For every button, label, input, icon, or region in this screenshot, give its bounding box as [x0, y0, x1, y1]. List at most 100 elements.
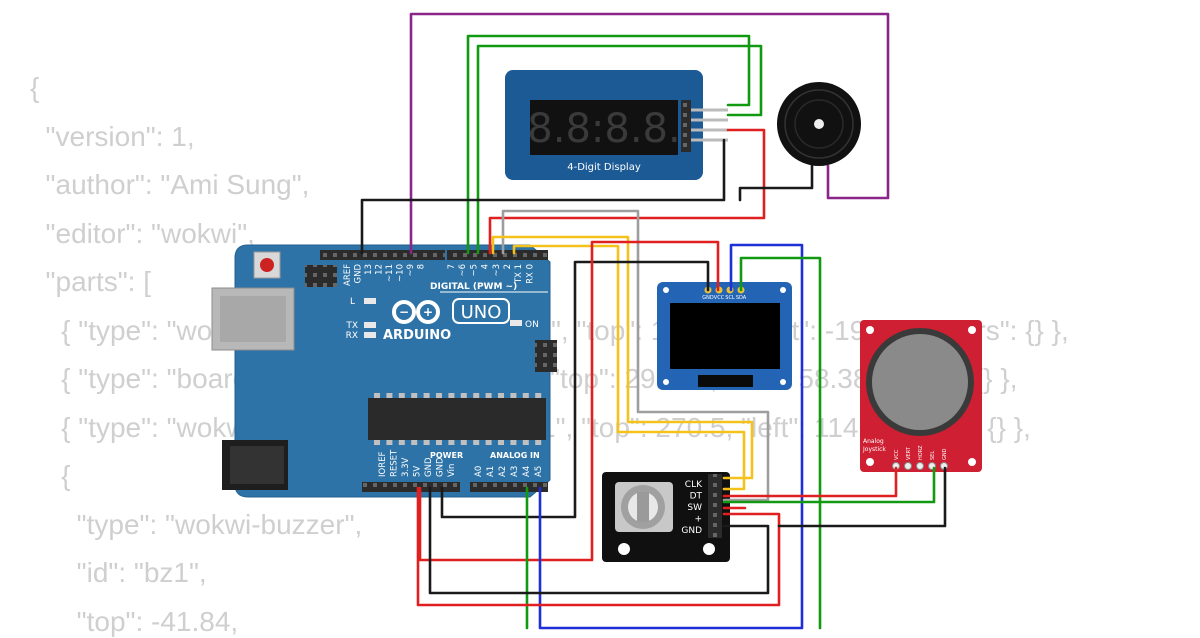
- digital-pin-label: AREF: [343, 264, 353, 286]
- chip-pin: [374, 440, 380, 445]
- wire-gray-clk: [501, 209, 770, 502]
- digital-label: DIGITAL (PWM ~): [430, 282, 517, 292]
- chip-pin: [448, 440, 455, 445]
- wire-red-enc-vcc: [416, 486, 781, 607]
- wire-black-enc-gnd: [428, 486, 770, 595]
- joystick-pin-label: VERT: [906, 446, 912, 460]
- joystick-pin-label: VCC: [894, 449, 900, 460]
- analog-pin-label: A0: [474, 466, 484, 477]
- led-l: [364, 298, 376, 304]
- chip-pin: [436, 393, 442, 398]
- chip-pin: [522, 393, 529, 398]
- chip-pin: [473, 440, 480, 445]
- analog-pin-label: A5: [534, 466, 544, 477]
- chip-pin: [386, 440, 393, 445]
- digital-header-2: [447, 250, 548, 260]
- digital-header: [320, 250, 445, 260]
- wire-black-tm-gnd: [360, 138, 726, 255]
- encoder-header: [708, 474, 722, 538]
- chip-pin: [411, 393, 418, 398]
- chip-pin: [485, 440, 492, 445]
- joystick-pin[interactable]: [916, 462, 924, 470]
- chip-pin: [398, 393, 405, 398]
- icsp-header-2: [535, 340, 557, 372]
- wire-yellow-sw: [512, 244, 746, 491]
- chip-pin: [485, 393, 492, 398]
- tm1637-digits: 8.8:8.8.: [527, 106, 680, 152]
- chip-pin: [374, 393, 380, 398]
- chip-pin: [398, 440, 405, 445]
- digital-pin-label: ~3: [492, 264, 502, 277]
- digital-pin-label: 8: [417, 264, 427, 269]
- led-rx: [364, 332, 376, 338]
- led-label-rx: RX: [346, 331, 358, 341]
- buzzer[interactable]: [777, 82, 861, 166]
- joystick-label-2: Joystick: [862, 446, 886, 453]
- tm1637-header: [681, 100, 691, 152]
- chip-pin: [510, 393, 517, 398]
- power-pin-label: Vin: [447, 464, 457, 477]
- analog-pin-label: A4: [522, 466, 532, 477]
- tm1637-display[interactable]: 8.8:8.8. 4-Digit Display: [505, 70, 728, 180]
- digital-pin-label: ~9: [406, 264, 416, 277]
- digital-pin-label: RX 0: [525, 264, 535, 284]
- buzzer-hole: [814, 119, 824, 129]
- reset-button-cap[interactable]: [260, 258, 274, 272]
- wire-black-oled-gnd: [440, 260, 710, 519]
- oled-pin-label: VCC: [714, 295, 725, 301]
- svg-text:−: −: [399, 305, 409, 319]
- power-pin-label: 5V: [413, 466, 423, 477]
- svg-text:+: +: [423, 305, 433, 319]
- chip-pin: [460, 440, 467, 445]
- wire-black-buzzer: [738, 164, 814, 202]
- power-pin-label: 3.3V: [401, 457, 411, 477]
- chip-pin: [448, 393, 455, 398]
- chip-pin: [386, 393, 393, 398]
- wire-yellow-dt: [491, 235, 754, 480]
- digital-pin-label: TX 1: [514, 264, 524, 284]
- encoder-pin-label: CLK: [685, 480, 703, 490]
- joystick-cap[interactable]: [872, 334, 968, 430]
- digital-pin-label: ~6: [458, 264, 468, 277]
- digital-pin-label: 13: [364, 264, 374, 275]
- wires: [360, 12, 947, 630]
- wire-green-oled-sda: [739, 256, 822, 630]
- chip-pin: [423, 393, 430, 398]
- chip-pin: [498, 393, 504, 398]
- power-pin-label: IOREF: [378, 452, 388, 477]
- analog-pin-label: A1: [486, 466, 496, 477]
- oled-pin-label: SCL: [725, 295, 735, 301]
- analog-label: ANALOG IN: [490, 451, 540, 460]
- wire-green-tm-clk: [466, 34, 751, 255]
- arduino-uno[interactable]: L TX RX ON − + ARDUINO UNO DIGITAL (PWM …: [211, 244, 557, 498]
- chip-pin: [522, 440, 529, 445]
- led-label-l: L: [350, 297, 355, 307]
- digital-pin-label: ~5: [469, 264, 479, 277]
- uno-badge: [452, 298, 510, 324]
- led-on: [510, 320, 522, 326]
- encoder-pin-label: +: [694, 515, 702, 525]
- joystick-label-1: Analog: [863, 438, 884, 445]
- arduino-logo: − +: [392, 300, 440, 324]
- led-tx: [364, 322, 376, 328]
- analog-pin-label: A2: [498, 466, 508, 477]
- wire-green-tm-dio: [476, 44, 763, 255]
- digital-pin-label: GND: [354, 264, 364, 284]
- joystick-pin-label: GND: [942, 448, 948, 460]
- chip-pin: [498, 440, 504, 445]
- encoder-pin-label: DT: [690, 492, 703, 502]
- arduino-model: UNO: [461, 302, 502, 323]
- oled-pin-label: GND: [702, 295, 714, 301]
- joystick-pin[interactable]: [904, 462, 912, 470]
- tm1637-label: 4-Digit Display: [567, 162, 641, 173]
- wire-green-joy-vert: [722, 466, 936, 504]
- analog-header: [470, 482, 548, 492]
